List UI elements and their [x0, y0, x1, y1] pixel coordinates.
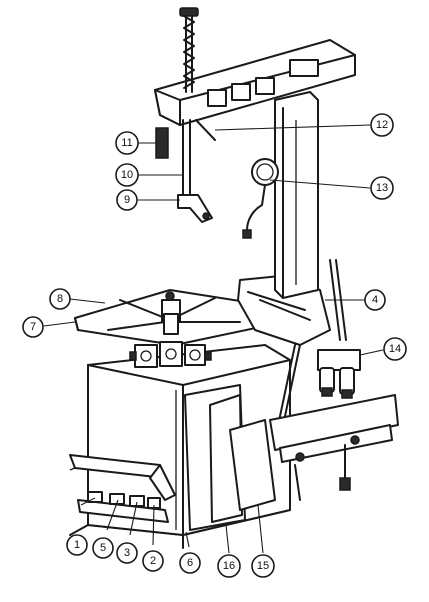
- callout-label-9: 9: [124, 194, 130, 206]
- callout-4: 4: [364, 289, 386, 311]
- callout-label-11: 11: [121, 137, 132, 149]
- callout-5: 5: [92, 537, 114, 559]
- callout-label-7: 7: [30, 321, 36, 333]
- callout-label-4: 4: [372, 294, 378, 306]
- callout-14: 14: [383, 337, 407, 361]
- callout-label-6: 6: [187, 557, 193, 569]
- callout-13: 13: [370, 176, 394, 200]
- arm-lock-spring: [179, 7, 199, 93]
- callout-16: 16: [217, 554, 241, 578]
- callout-label-13: 13: [376, 182, 388, 194]
- callout-label-8: 8: [57, 293, 63, 305]
- horizontal-arm: [154, 39, 356, 126]
- pedal-shelf: [69, 454, 176, 501]
- callout-label-12: 12: [376, 119, 388, 131]
- callout-label-2: 2: [150, 555, 156, 567]
- clamp-cylinders: [129, 341, 212, 368]
- callout-2: 2: [142, 550, 164, 572]
- callout-label-5: 5: [100, 542, 106, 554]
- callout-12: 12: [370, 113, 394, 137]
- callout-15: 15: [251, 554, 275, 578]
- callout-label-14: 14: [389, 343, 401, 355]
- callout-3: 3: [116, 542, 138, 564]
- callout-label-10: 10: [121, 169, 133, 181]
- leader-lines: [43, 124, 384, 554]
- callout-8: 8: [49, 288, 71, 310]
- callout-11: 11: [115, 131, 139, 155]
- callout-label-3: 3: [124, 547, 130, 559]
- callout-10: 10: [115, 163, 139, 187]
- callout-6: 6: [179, 552, 201, 574]
- callout-7: 7: [22, 316, 44, 338]
- vertical-column: [274, 91, 319, 299]
- base-feet: [69, 524, 184, 549]
- callout-label-16: 16: [223, 560, 235, 572]
- pressure-gauge: [242, 158, 279, 239]
- hexagon-bar: [155, 119, 216, 223]
- callout-label-15: 15: [257, 560, 269, 572]
- air-filter-unit: [317, 259, 361, 399]
- callout-label-1: 1: [74, 539, 80, 551]
- callout-9: 9: [116, 189, 138, 211]
- callout-1: 1: [66, 534, 88, 556]
- turntable: [74, 289, 271, 346]
- side-housing: [184, 384, 399, 531]
